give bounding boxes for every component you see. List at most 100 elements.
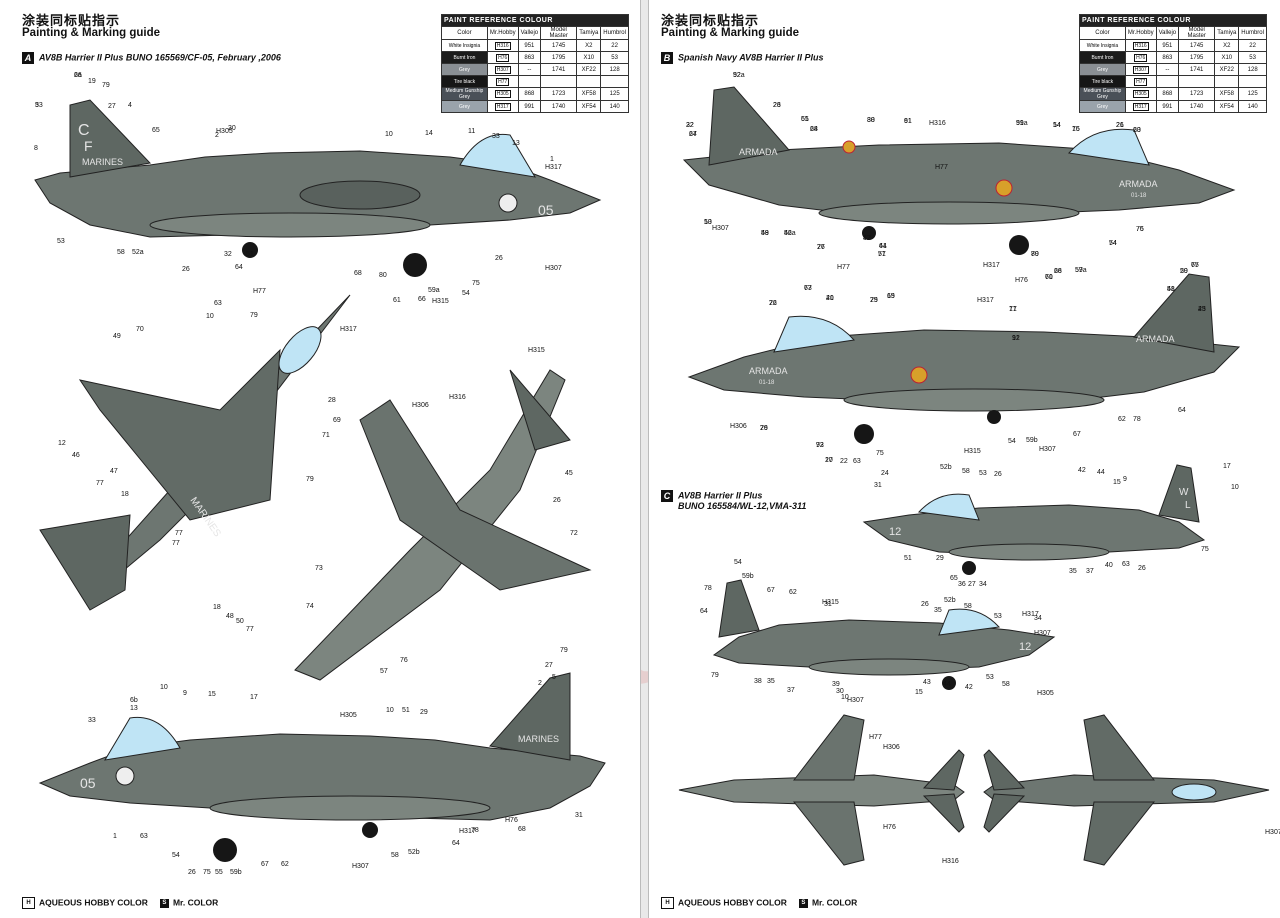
- part-callout: 31: [575, 812, 583, 819]
- part-callout: 53: [994, 613, 1002, 620]
- part-callout: 5: [552, 674, 556, 681]
- page-gutter: [640, 0, 648, 918]
- paint-code-label: H77: [837, 264, 850, 271]
- master-cell: 1745: [1178, 39, 1216, 52]
- col-header: Model Master: [1178, 26, 1216, 40]
- part-callout: 66: [418, 296, 426, 303]
- part-callout: 74: [306, 603, 314, 610]
- part-callout: 54: [734, 559, 742, 566]
- tail-letter-c: C: [78, 122, 90, 139]
- armada-text: ARMADA: [739, 147, 778, 157]
- part-callout: 44: [943, 681, 951, 688]
- part-callout: 14: [425, 130, 433, 137]
- part-callout: 26: [760, 425, 768, 432]
- part-callout: 26: [188, 869, 196, 876]
- part-callout: 63: [1122, 561, 1130, 568]
- part-callout: 21: [1116, 122, 1124, 129]
- tamiya-cell: X10: [1214, 51, 1240, 64]
- part-callout: 15: [1113, 479, 1121, 486]
- part-callout: 62: [1118, 416, 1126, 423]
- color-swatch: Medium Gunship Grey: [1079, 87, 1126, 101]
- header-en: Painting & Marking guide: [22, 27, 161, 39]
- part-callout: 39: [832, 681, 840, 688]
- part-callout: 54: [172, 852, 180, 859]
- part-callout: 43: [923, 679, 931, 686]
- part-callout: 59a: [1016, 120, 1028, 127]
- paint-code-label: H316: [449, 394, 466, 401]
- part-callout: 75: [472, 280, 480, 287]
- tamiya-cell: X10: [576, 51, 602, 64]
- legend-s-box: S: [159, 898, 169, 908]
- vallejo-cell: 863: [1155, 51, 1180, 64]
- part-callout: 12: [1012, 335, 1020, 342]
- part-callout: 13: [130, 705, 138, 712]
- paint-code-label: H307: [1034, 630, 1051, 637]
- part-callout: 68: [810, 126, 818, 133]
- col-header: Model Master: [540, 26, 578, 40]
- part-callout: 52a: [132, 249, 144, 256]
- color-swatch: White Insignia: [441, 39, 488, 52]
- part-callout: 51: [402, 707, 410, 714]
- part-callout: 13: [512, 140, 520, 147]
- part-callout: 33: [492, 133, 500, 140]
- part-callout: 79: [102, 82, 110, 89]
- part-callout: 54: [1053, 122, 1061, 129]
- marines-text: MARINES: [82, 157, 123, 167]
- part-callout: 28: [1054, 268, 1062, 275]
- part-callout: 32: [863, 235, 871, 242]
- part-callout: 49: [761, 230, 769, 237]
- col-header: Mr.Hobby: [1124, 26, 1157, 40]
- part-callout: 51: [1167, 286, 1175, 293]
- humbrol-cell: 140: [600, 100, 629, 113]
- humbrol-cell: 125: [600, 87, 629, 101]
- part-callout: 67: [1073, 431, 1081, 438]
- part-callout: 26: [817, 244, 825, 251]
- part-callout: 71: [322, 432, 330, 439]
- part-callout: 75: [1201, 546, 1209, 553]
- vallejo-cell: 863: [517, 51, 542, 64]
- part-callout: 77: [1191, 262, 1199, 269]
- humbrol-cell: 53: [1238, 51, 1267, 64]
- part-callout: 54: [1109, 240, 1117, 247]
- humbrol-cell: 53: [600, 51, 629, 64]
- table-row: White Insignia H316 951 1745 X2 22: [1079, 39, 1267, 52]
- part-callout: 79: [760, 425, 768, 432]
- part-callout: 55: [215, 869, 223, 876]
- color-swatch: Grey: [1079, 100, 1126, 113]
- humbrol-cell: [1238, 75, 1267, 88]
- part-callout: 68: [518, 826, 526, 833]
- part-callout: 77: [817, 244, 825, 251]
- col-header: Color: [441, 26, 488, 40]
- section-badge: C: [661, 490, 673, 502]
- part-callout: 26: [773, 102, 781, 109]
- part-callout: 42: [965, 684, 973, 691]
- part-callout: 10: [386, 707, 394, 714]
- part-callout: 41: [826, 295, 834, 302]
- part-callout: 9: [183, 690, 187, 697]
- part-callout: 52a: [784, 230, 796, 237]
- part-callout: 37: [1086, 568, 1094, 575]
- part-callout: 48: [226, 613, 234, 620]
- part-callout: 91: [904, 118, 912, 125]
- paint-code-label: H307: [847, 697, 864, 704]
- part-callout: 37: [787, 687, 795, 694]
- part-callout: 10: [841, 694, 849, 701]
- part-callout: 44: [1097, 469, 1105, 476]
- hobby-code: H76: [496, 53, 510, 62]
- paint-code-label: H77: [869, 734, 882, 741]
- part-callout: 27: [968, 581, 976, 588]
- paint-code-label: H315: [822, 599, 839, 606]
- aircraft-c-side-view: 12 W L: [862, 464, 1206, 575]
- part-callout: 65: [152, 127, 160, 134]
- paint-code-label: H307: [352, 863, 369, 870]
- part-callout: 49: [113, 333, 121, 340]
- part-callout: 78: [704, 585, 712, 592]
- part-callout: 51: [904, 555, 912, 562]
- part-callout: 64: [1178, 407, 1186, 414]
- part-callout: 17: [250, 694, 258, 701]
- part-callout: 29: [1180, 268, 1188, 275]
- part-callout: 75: [203, 869, 211, 876]
- part-callout: 51: [801, 116, 809, 123]
- section-title-text: Spanish Navy AV8B Harrier II Plus: [678, 52, 824, 63]
